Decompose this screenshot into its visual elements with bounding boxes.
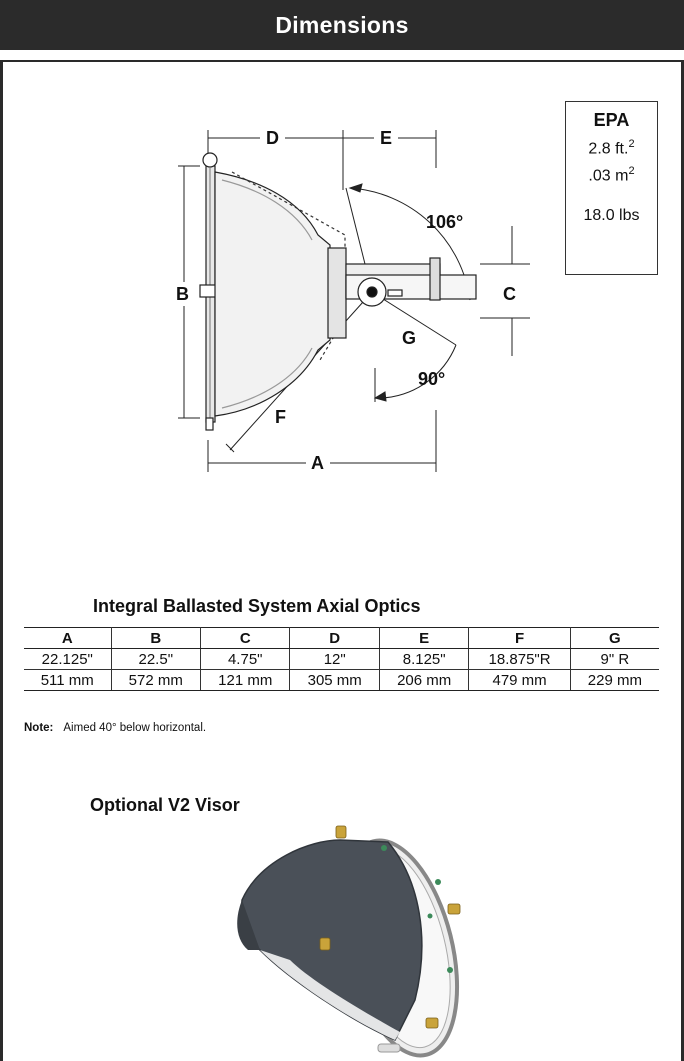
visor-section-title: Optional V2 Visor <box>90 795 240 815</box>
table-cell: 18.875"R <box>468 648 571 670</box>
dimension-label-a: A <box>311 453 324 473</box>
table-cell: 206 mm <box>378 669 470 691</box>
table-cell: 229 mm <box>569 669 659 691</box>
note-label: Note: <box>24 722 54 734</box>
table-cell: 305 mm <box>289 669 380 691</box>
epa-title: EPA <box>593 110 630 130</box>
angle-label-90: 90° <box>418 369 446 389</box>
dimension-label-d: D <box>266 128 279 148</box>
table-header-cell: D <box>289 627 380 649</box>
table-cell: 4.75" <box>199 648 291 670</box>
table-header-row: A B C D E F G <box>24 627 659 649</box>
epa-area-m: .03 m2 <box>588 165 635 185</box>
table-cell: 9" R <box>569 648 659 670</box>
dimension-label-b: B <box>176 284 189 304</box>
dimension-label-g: G <box>402 328 417 348</box>
epa-area-ft: 2.8 ft.2 <box>588 138 635 158</box>
table-cell: 12" <box>289 648 380 670</box>
table-cell: 479 mm <box>468 669 571 691</box>
visor-svg <box>237 825 461 1058</box>
dimension-label-e: E <box>380 128 393 148</box>
fixture-dimension-drawing: D E B C G F A 106° 90° <box>0 62 684 502</box>
table-row: 22.125" 22.5" 4.75" 12" 8.125" 18.875"R … <box>24 648 659 670</box>
table-cell: 121 mm <box>199 669 291 691</box>
table-row: 511 mm 572 mm 121 mm 305 mm 206 mm 479 m… <box>24 669 659 691</box>
page-title: Dimensions <box>0 0 684 50</box>
table-cell: 511 mm <box>24 669 112 691</box>
dimensions-table: A B C D E F G 22.125" 22.5" 4.75" 12" 8.… <box>24 627 659 691</box>
table-cell: 22.5" <box>110 648 202 670</box>
fixture-drawing-svg <box>178 130 530 472</box>
table-header-cell: C <box>199 627 291 649</box>
dimension-label-f: F <box>275 407 286 427</box>
angle-label-106: 106° <box>426 212 464 232</box>
table-header-cell: F <box>468 627 571 649</box>
table-cell: 8.125" <box>378 648 470 670</box>
aiming-note: Note: Aimed 40° below horizontal. <box>24 722 206 734</box>
table-cell: 572 mm <box>110 669 202 691</box>
visor-illustration <box>200 820 500 1060</box>
epa-weight: 18.0 lbs <box>583 206 640 224</box>
note-text: Aimed 40° below horizontal. <box>63 722 207 734</box>
table-title: Integral Ballasted System Axial Optics <box>93 596 421 616</box>
table-header-cell: E <box>378 627 470 649</box>
table-header-cell: B <box>110 627 202 649</box>
dimension-label-c: C <box>503 284 516 304</box>
table-header-cell: G <box>569 627 659 649</box>
header-divider <box>0 50 684 62</box>
epa-info-box: EPA 2.8 ft.2 .03 m2 18.0 lbs <box>565 101 658 275</box>
table-header-cell: A <box>24 627 112 649</box>
table-cell: 22.125" <box>24 648 112 670</box>
